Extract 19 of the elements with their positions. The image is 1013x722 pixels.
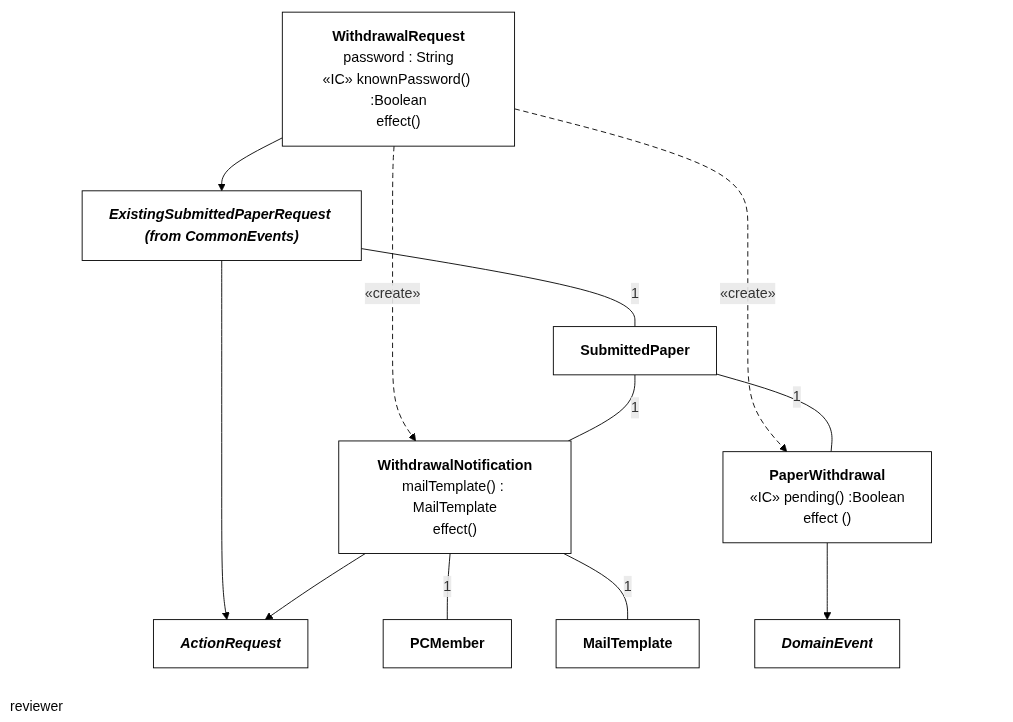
edge-label: 1 <box>792 388 801 405</box>
role-label: reviewer <box>10 698 63 714</box>
connector <box>715 373 833 453</box>
node-box: DomainEvent <box>754 619 900 669</box>
node-box: WithdrawalNotification mailTemplate() : MailTemplate effect() <box>337 440 572 554</box>
node-box: WithdrawalRequest password : String «IC» knownPassword() :Boolean effect() <box>281 11 515 147</box>
connector <box>360 248 636 328</box>
node-box: PaperWithdrawal «IC» pending() :Boolean effect () <box>722 451 932 544</box>
edge-label: 1 <box>442 578 451 594</box>
node-box: ExistingSubmittedPaperRequest (from CommonEvents) <box>81 190 362 261</box>
node-box: ActionRequest <box>152 619 308 669</box>
edge-label: 1 <box>623 578 632 594</box>
node-box: SubmittedPaper <box>552 326 717 376</box>
node-box: MailTemplate <box>555 619 700 669</box>
edge-label: 1 <box>630 285 639 301</box>
edge-label: 1 <box>630 399 639 416</box>
edge-label: «create» <box>719 285 776 301</box>
node-box: PCMember <box>382 619 512 669</box>
edge-label: «create» <box>364 285 421 301</box>
